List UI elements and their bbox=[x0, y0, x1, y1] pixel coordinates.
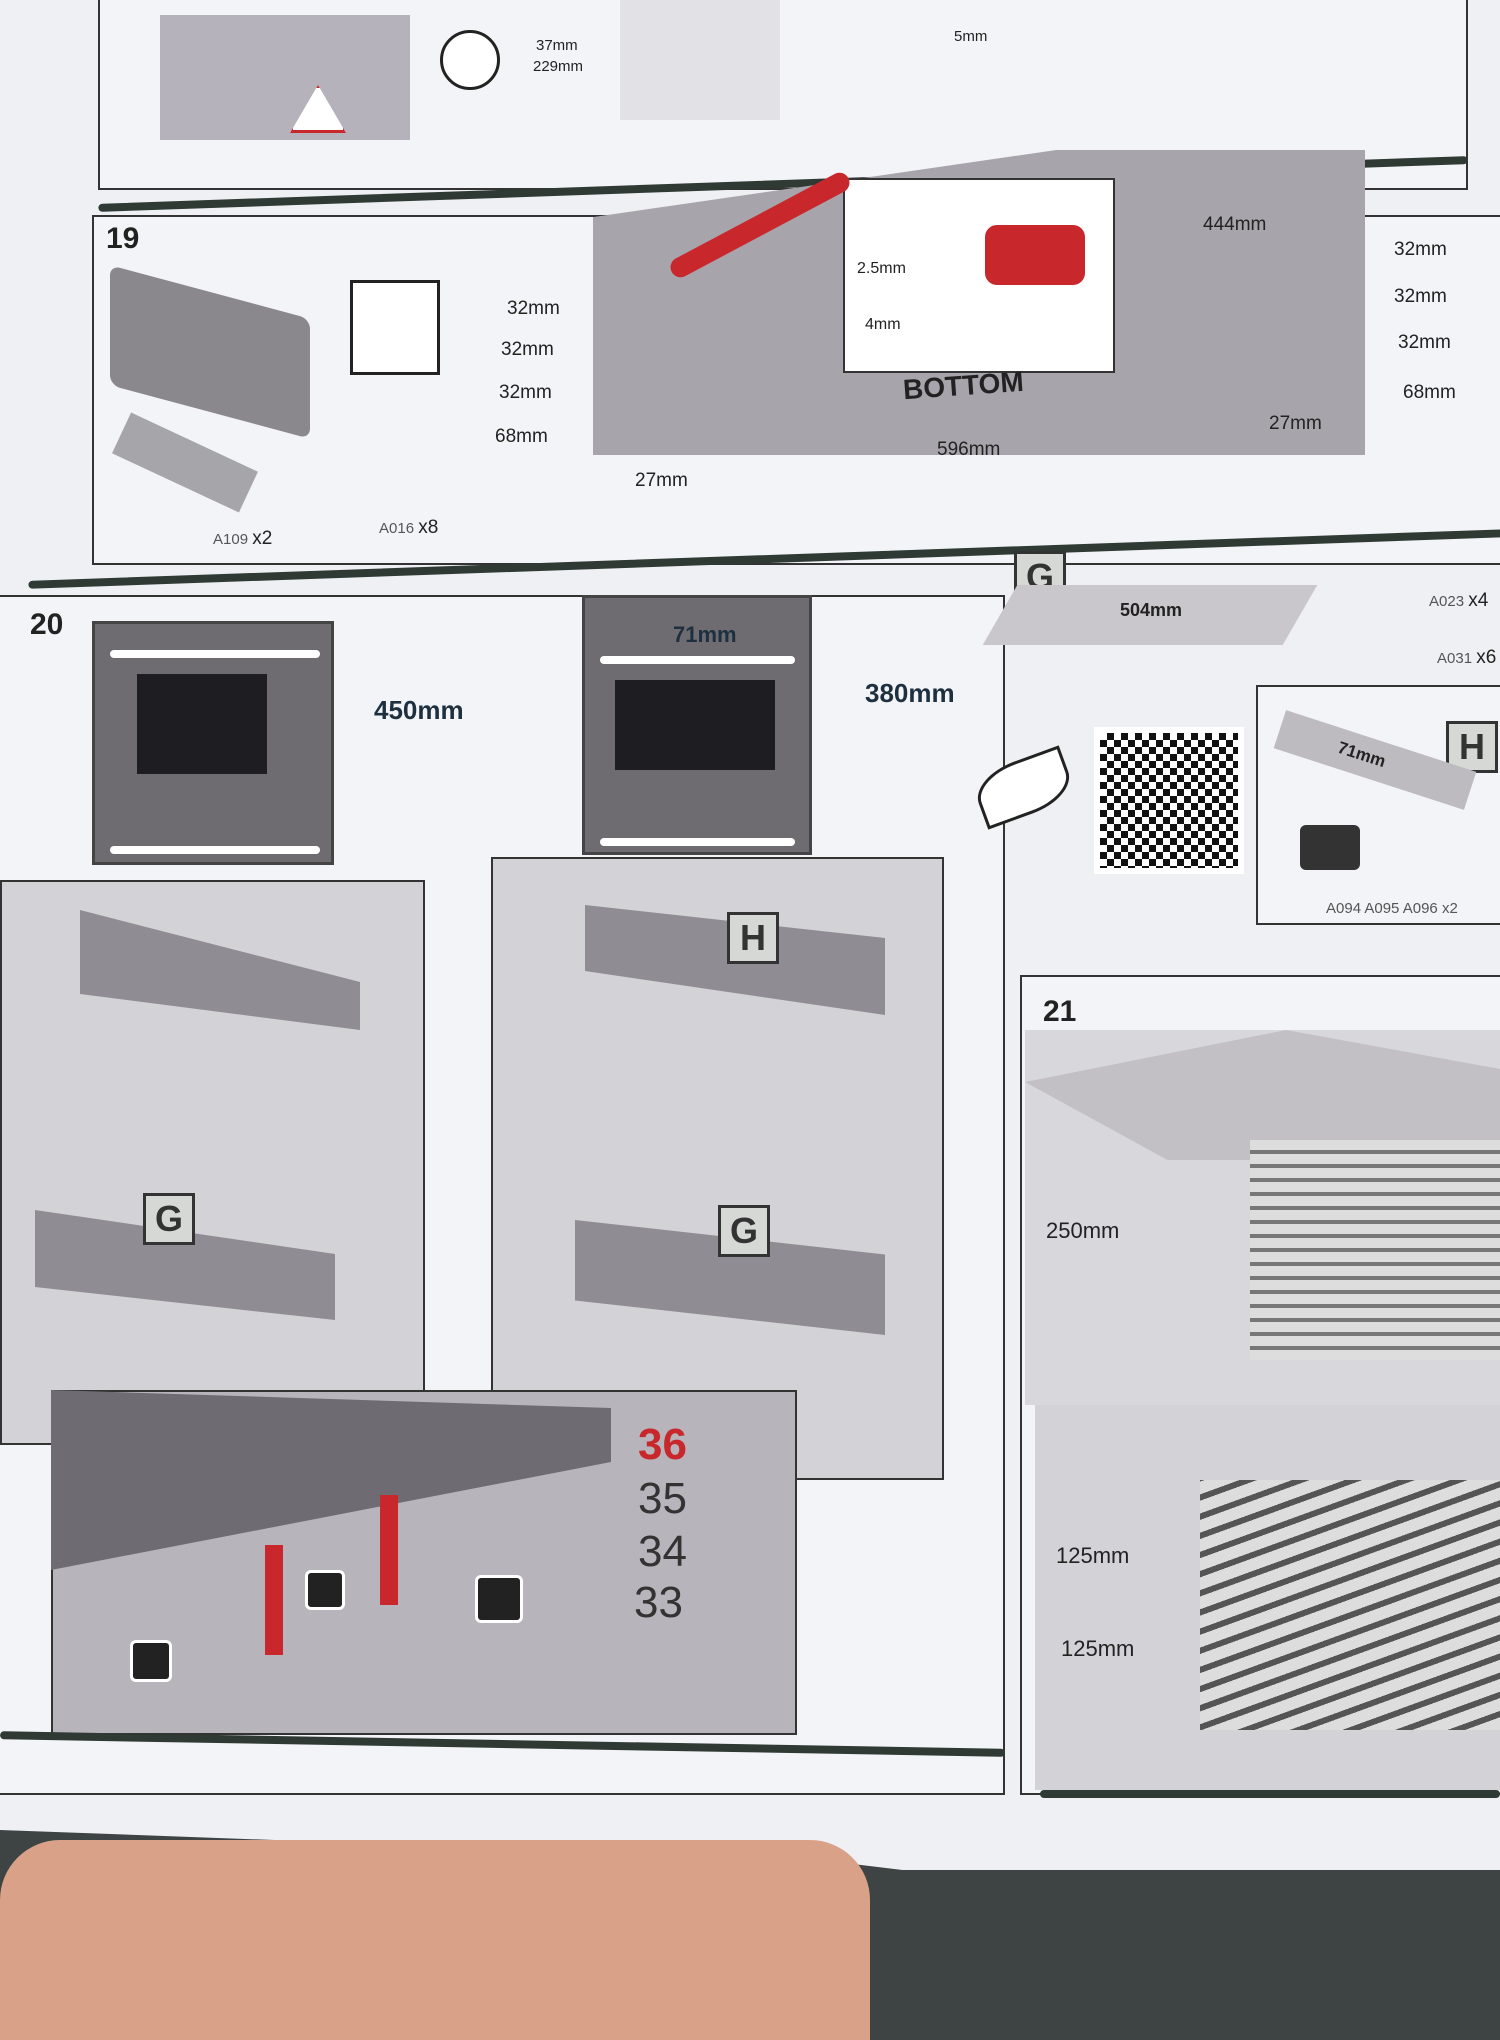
shelf-g-label: G bbox=[143, 1193, 195, 1245]
dim-right-3: 32mm bbox=[1398, 332, 1451, 353]
dim-height: 444mm bbox=[1203, 214, 1267, 235]
hinge-part-illustration bbox=[1300, 825, 1360, 870]
oven-illustration bbox=[92, 621, 334, 865]
panel-g-width: 504mm bbox=[1120, 600, 1183, 620]
qr-code[interactable] bbox=[1094, 727, 1244, 874]
part-qty: x4 bbox=[1468, 590, 1489, 611]
dim-right-4: 68mm bbox=[1403, 382, 1456, 403]
dim-left-4: 68mm bbox=[495, 426, 548, 447]
shelf-h-label: H bbox=[727, 912, 779, 964]
dim-125mm-2: 125mm bbox=[1061, 1636, 1135, 1661]
hole-number-34: 34 bbox=[638, 1527, 687, 1576]
dim-width: 596mm bbox=[937, 439, 1001, 460]
hand bbox=[0, 1840, 870, 2040]
lock-icon bbox=[475, 1575, 523, 1623]
dim-right-1: 32mm bbox=[1394, 239, 1447, 260]
dim-37mm: 37mm bbox=[536, 37, 578, 54]
part-code: A031 bbox=[1437, 650, 1473, 667]
part-a023: A023 x4 bbox=[1429, 590, 1488, 612]
drill-icon bbox=[985, 225, 1085, 285]
divider bbox=[1040, 1790, 1500, 1798]
part-qty: x2 bbox=[252, 528, 273, 549]
hole-number-35: 35 bbox=[638, 1474, 687, 1523]
dim-2-5mm: 2.5mm bbox=[857, 260, 906, 277]
dim-4mm: 4mm bbox=[865, 316, 901, 333]
hole-number-36: 36 bbox=[638, 1420, 687, 1469]
oven2-top-gap: 71mm bbox=[673, 622, 737, 647]
step-number: 20 bbox=[30, 608, 64, 641]
part-a031: A031 x6 bbox=[1437, 647, 1496, 669]
step-number: 21 bbox=[1043, 995, 1077, 1028]
unlock-icon bbox=[130, 1640, 172, 1682]
read-manual-icon bbox=[350, 280, 440, 375]
part-a016: A016 x8 bbox=[379, 517, 438, 539]
cabinet-side-illustration bbox=[620, 0, 780, 120]
dim-left-2: 32mm bbox=[501, 339, 554, 360]
step-number: 19 bbox=[106, 222, 140, 255]
dim-bottom-left: 27mm bbox=[635, 470, 688, 491]
dim-250mm: 250mm bbox=[1046, 1218, 1120, 1243]
part-code: A016 bbox=[379, 520, 415, 537]
dim-bottom-right: 27mm bbox=[1269, 413, 1322, 434]
vent-slats bbox=[1200, 1480, 1500, 1730]
dim-left-1: 32mm bbox=[507, 298, 560, 319]
dim-229mm: 229mm bbox=[533, 58, 584, 75]
dim-5mm: 5mm bbox=[954, 28, 988, 45]
part-qty: x8 bbox=[418, 517, 439, 538]
vent-grille bbox=[1250, 1140, 1500, 1360]
oven2-height: 380mm bbox=[865, 678, 955, 708]
oven-illustration bbox=[582, 595, 812, 855]
safety-goggles-icon bbox=[440, 30, 500, 90]
part-code: A023 bbox=[1429, 593, 1465, 610]
parts-h: A094 A095 A096 x2 bbox=[1326, 900, 1458, 917]
unlock-icon bbox=[305, 1570, 345, 1610]
dim-left-3: 32mm bbox=[499, 382, 552, 403]
oven1-height: 450mm bbox=[374, 695, 464, 725]
hole-number-33: 33 bbox=[634, 1578, 683, 1627]
dim-125mm-1: 125mm bbox=[1056, 1543, 1130, 1568]
wall-illustration bbox=[160, 15, 410, 140]
dim-right-2: 32mm bbox=[1394, 286, 1447, 307]
part-a109: A109 x2 bbox=[213, 528, 272, 550]
part-qty: x6 bbox=[1476, 647, 1497, 668]
adjust-arrow-icon bbox=[380, 1495, 398, 1605]
shelf-g-label: G bbox=[718, 1205, 770, 1257]
part-code: A109 bbox=[213, 531, 249, 548]
adjust-arrow-icon bbox=[265, 1545, 283, 1655]
